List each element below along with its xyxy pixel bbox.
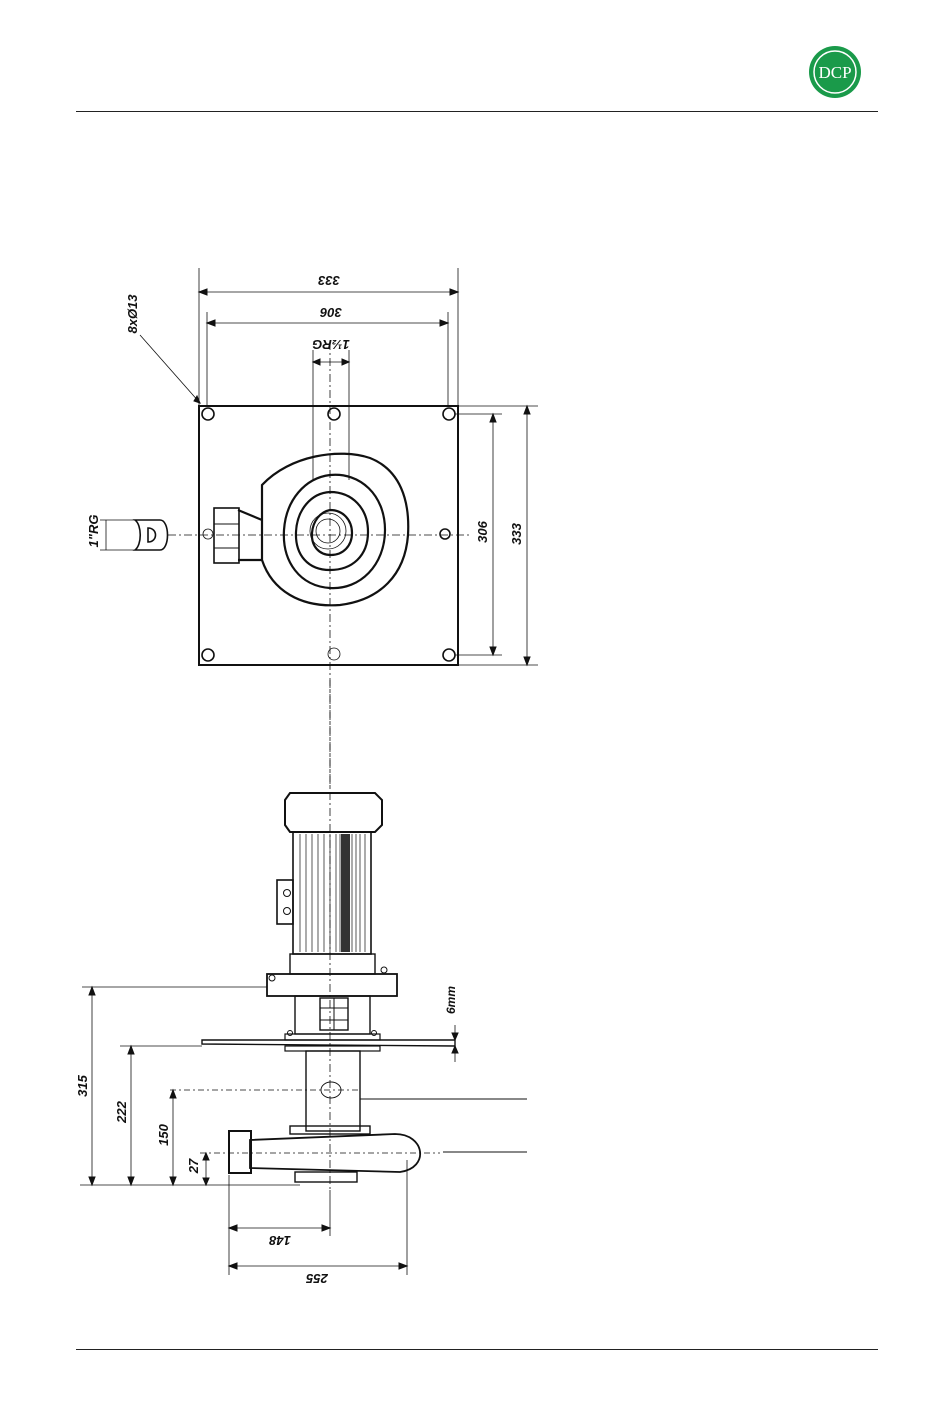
base-plate [199, 406, 458, 665]
dim-outlet-port: 1½RG [312, 337, 350, 352]
motor-fan-cover [285, 793, 382, 832]
outlet-flange [214, 508, 239, 563]
dim-width-outer: 333 [317, 273, 339, 288]
dim-222: 222 [114, 1100, 129, 1123]
suction-flange [229, 1131, 251, 1173]
dim-148: 148 [268, 1233, 290, 1248]
pump-column [306, 1051, 360, 1131]
motor-fins [300, 834, 365, 952]
dim-315: 315 [75, 1074, 90, 1096]
motor-flange [267, 974, 397, 996]
dim-height-outer: 333 [509, 522, 524, 544]
dim-150: 150 [156, 1123, 171, 1145]
dim-width-inner: 306 [319, 305, 341, 320]
dim-plate-thickness: 6mm [444, 986, 458, 1014]
mounting-holes [202, 408, 455, 661]
side-view [80, 680, 527, 1275]
volute-casing [238, 454, 408, 606]
hole-callout: 8xØ13 [125, 294, 140, 334]
dim-27: 27 [186, 1158, 201, 1174]
side-port-symbol [135, 520, 168, 550]
mounting-plate [202, 1040, 455, 1046]
dim-side-port: 1"RG [86, 515, 101, 548]
dim-height-inner: 306 [475, 520, 490, 542]
terminal-box [277, 880, 293, 924]
motor-body [293, 832, 371, 954]
dim-255: 255 [305, 1271, 328, 1286]
